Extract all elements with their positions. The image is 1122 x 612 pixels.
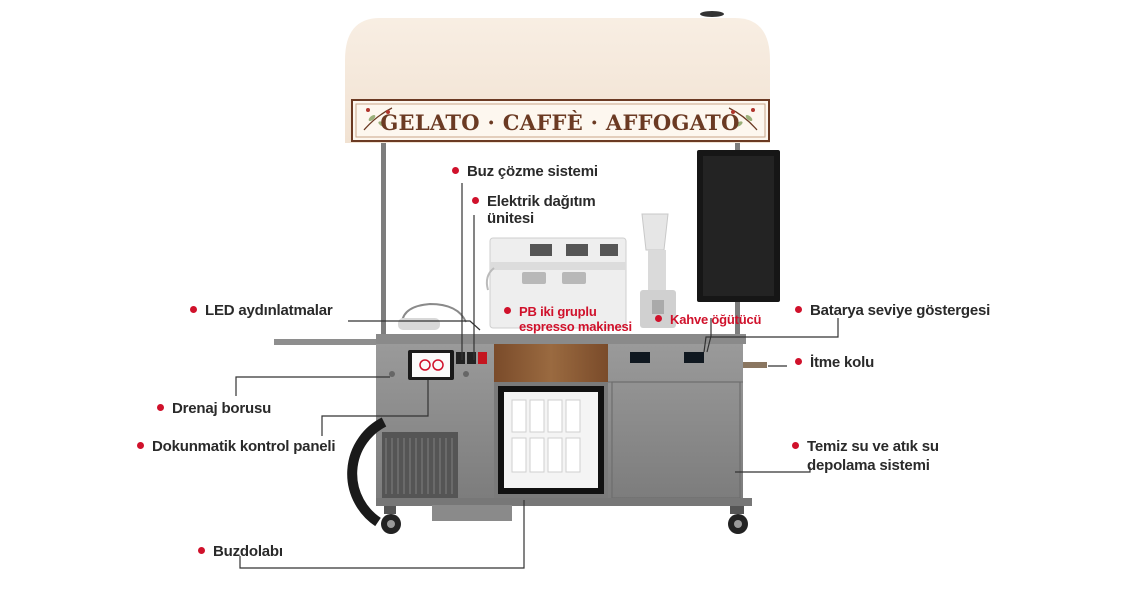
bullet-icon [198,546,205,554]
cart-right-cabinet [608,344,743,502]
power-switch [467,352,476,364]
label-touch-panel: Dokunmatik kontrol paneli [137,438,336,455]
vine-ornament-left-icon [363,107,393,131]
bullet-icon [795,357,802,365]
label-drain: Drenaj borusu [157,400,271,417]
bullet-icon [157,403,164,411]
tank-display-2 [684,352,704,363]
label-grinder: Kahve öğütücü [655,312,761,327]
push-handle [743,362,767,368]
bullet-icon [190,305,197,313]
label-fridge: Buzdolabı [198,543,283,560]
coffee-grinder [640,213,676,328]
top-accent [700,11,724,17]
tank-display-1 [630,352,650,363]
counter-top [376,334,746,344]
label-defrost: Buz çözme sistemi [452,163,598,180]
led-lamp [398,318,440,330]
canopy-pole-left [381,143,386,343]
canopy-banner [351,99,770,142]
label-battery: Batarya seviye göstergesi [795,302,990,319]
big-wheel [347,417,387,527]
bullet-icon [795,305,802,313]
caster-right [728,506,748,534]
caster-left [381,506,401,534]
bullet-icon [472,196,479,204]
bullet-icon [792,441,799,449]
bullet-icon [137,441,144,449]
label-led: LED aydınlatmalar [190,302,333,319]
compressor-grille [382,432,458,498]
bullet-icon [452,166,459,174]
espresso-machine [485,237,627,329]
bullet-icon [655,315,662,323]
banner-text: GELATO · CAFFÈ · AFFOGATO [380,110,739,135]
wood-panel [494,344,608,382]
led-lamp-wire [401,302,467,323]
base-frame [376,498,752,506]
side-shelf [274,339,376,345]
vine-ornament-right-icon [728,107,758,131]
label-handle: İtme kolu [795,354,874,371]
leader-lines [235,183,839,569]
defrost-switch [456,352,465,364]
bullet-icon [504,307,511,315]
